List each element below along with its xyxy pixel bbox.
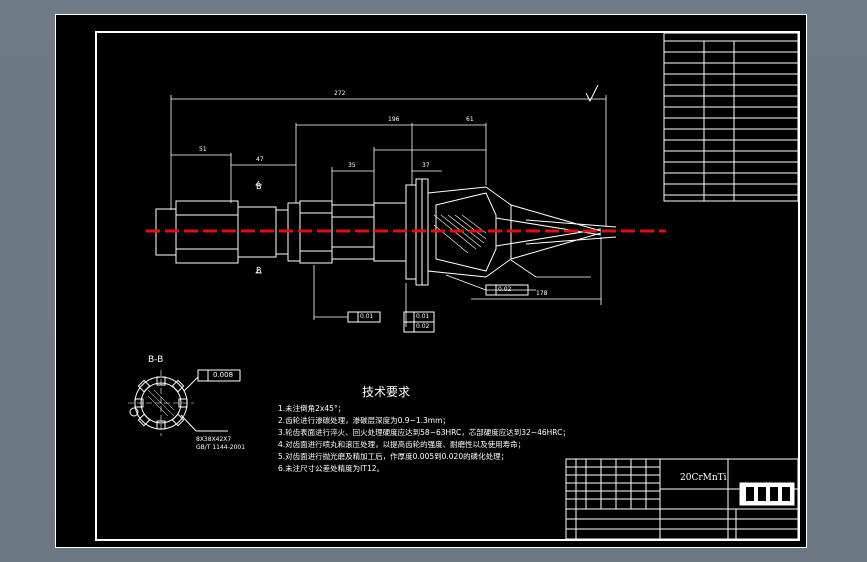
view-marker-top: B: [256, 182, 262, 191]
roughness-symbol: [585, 84, 599, 103]
view-marker-bottom: B: [256, 266, 262, 275]
gdt-runout-left: 0.01: [360, 313, 374, 320]
dim-d5: 35: [348, 162, 356, 169]
spline-note-line1: 8X38X42X7: [196, 436, 232, 443]
tech-requirements-title: 技术要求: [362, 385, 411, 399]
dim-d6: 37: [422, 162, 430, 169]
tech-requirement-item: 3.轮齿表面进行淬火、回火处理硬度应达到58~63HRC，芯部硬度应达到32~4…: [278, 428, 570, 437]
tech-requirement-item: 5.对齿面进行抛光磨及精加工后，作厚度0.005到0.020的磷化处理；: [278, 452, 509, 461]
tech-requirement-item: 4.对齿面进行喷丸和滚压处理，以提高齿轮的强度、耐磨性以及使用寿命；: [278, 440, 526, 449]
dim-d4: 61: [466, 116, 474, 123]
drawing-canvas: [95, 31, 800, 541]
section-label: B-B: [148, 355, 164, 365]
tech-requirement-item: 1.未注倒角2x45°；: [278, 404, 346, 413]
dim-overall: 272: [334, 90, 346, 97]
dim-d3: 196: [388, 116, 400, 123]
dim-d2: 47: [256, 156, 264, 163]
gdt-runout-mid: 0.01: [416, 313, 430, 320]
gear-parameter-table: [663, 32, 799, 202]
dim-d1: 51: [199, 146, 207, 153]
gdt-perp-mid: 0.02: [416, 323, 430, 330]
title-block: [565, 458, 799, 540]
drawing-sheet: B-B B B 0.008 8X38X42X7 GB/T 1144-2001 2…: [55, 14, 807, 548]
gdt-frames: [347, 284, 529, 333]
dimension-lines: [170, 95, 607, 327]
section-view-bb: [128, 369, 241, 436]
material-label: 20CrMnTi: [680, 473, 727, 483]
section-tolerance: 0.008: [213, 371, 234, 379]
dim-d7: 178: [536, 290, 548, 297]
spline-note-line2: GB/T 1144-2001: [196, 444, 246, 451]
inner-frame: [95, 31, 800, 541]
gdt-runout-right: 0.02: [498, 286, 512, 293]
tech-requirement-item: 2.齿轮进行渗碳处理，渗碳层深度为0.9~1.3mm；: [278, 416, 450, 425]
tech-requirement-item: 6.未注尺寸公差处精度为IT12。: [278, 464, 384, 473]
